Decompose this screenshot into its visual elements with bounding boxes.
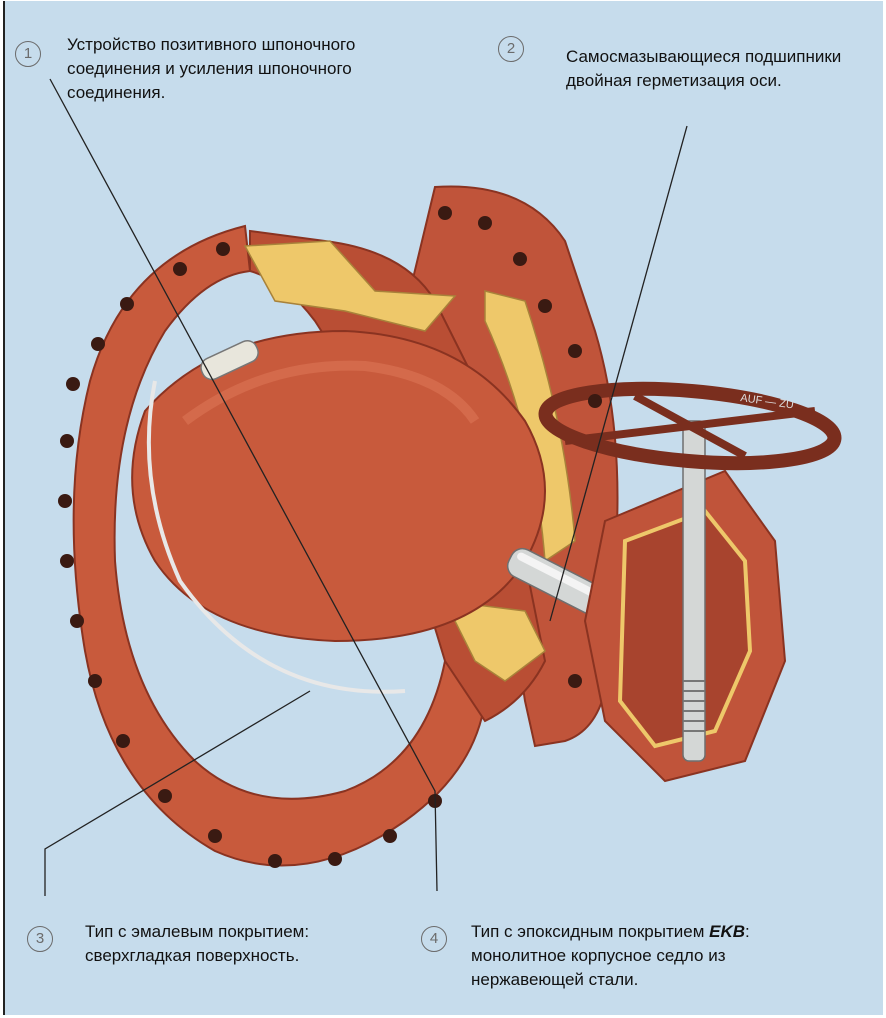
callout-3-line-2: сверхгладкая поверхность. xyxy=(85,944,309,968)
callout-4-line-1-prefix: Тип с эпоксидным покрытием xyxy=(471,922,709,941)
callout-2-number: 2 xyxy=(498,36,524,62)
callout-3-number: 3 xyxy=(27,926,53,952)
callout-2-line-2: двойная герметизация оси. xyxy=(566,69,841,93)
valve-disc xyxy=(132,331,545,641)
butterfly-valve-illustration: AUF — ZU xyxy=(5,1,883,1015)
callout-3-text: Тип с эмалевым покрытием: сверхгладкая п… xyxy=(85,920,309,968)
callout-1-line-1: Устройство позитивного шпоночного xyxy=(67,33,355,57)
callout-4-line-3: нержавеющей стали. xyxy=(471,968,750,992)
callout-4-ekb-emphasis: EKB xyxy=(709,922,745,941)
callout-1-text: Устройство позитивного шпоночного соедин… xyxy=(67,33,355,105)
callout-4-number: 4 xyxy=(421,926,447,952)
callout-2-line-1: Самосмазывающиеся подшипники xyxy=(566,45,841,69)
callout-4-line-1: Тип с эпоксидным покрытием EKB: xyxy=(471,920,750,944)
callout-1-line-2: соединения и усиления шпоночного xyxy=(67,57,355,81)
callout-3-line-1: Тип с эмалевым покрытием: xyxy=(85,920,309,944)
callout-2-text: Самосмазывающиеся подшипники двойная гер… xyxy=(566,45,841,93)
callout-4-text: Тип с эпоксидным покрытием EKB: монолитн… xyxy=(471,920,750,992)
callout-4-line-2: монолитное корпусное седло из xyxy=(471,944,750,968)
callout-1-number: 1 xyxy=(15,41,41,67)
callout-4-line-1-suffix: : xyxy=(745,922,750,941)
figure-frame: AUF — ZU 1 Устройство позитивного шпоноч… xyxy=(3,1,883,1015)
callout-1-line-3: соединения. xyxy=(67,81,355,105)
